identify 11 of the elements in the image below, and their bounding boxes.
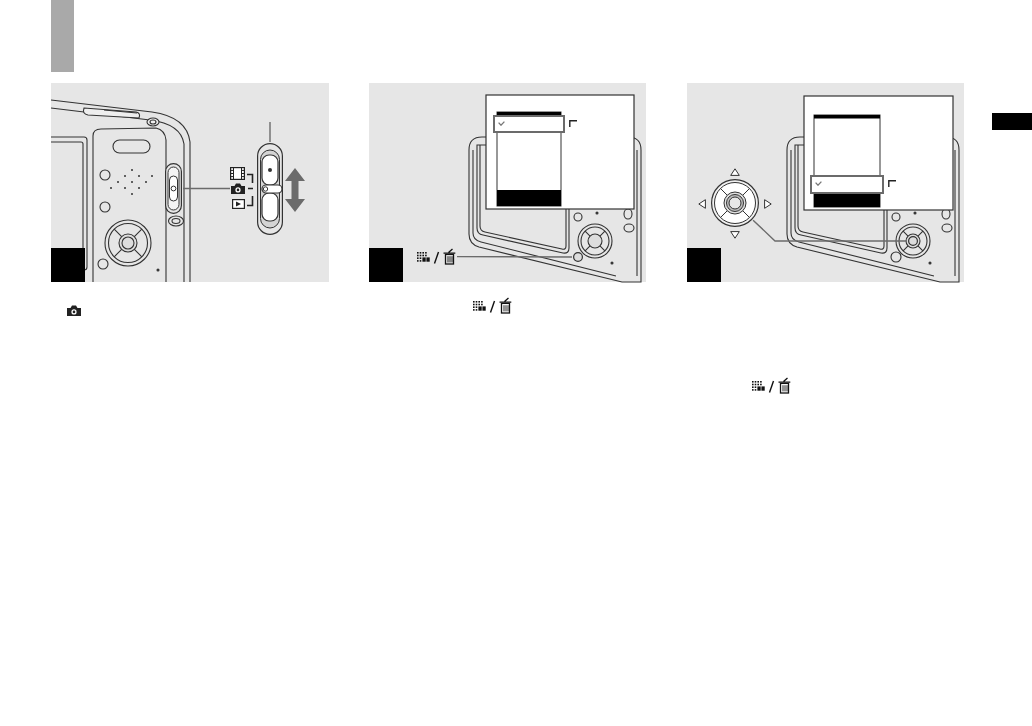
leader-line	[269, 121, 271, 143]
mode-switch	[165, 163, 182, 214]
leader-line	[752, 219, 908, 242]
camera-button	[573, 252, 583, 262]
mode-switch-closeup	[257, 143, 283, 235]
leader-line	[456, 255, 573, 258]
center-button	[908, 236, 918, 246]
control-pad-drawing	[711, 179, 759, 227]
leader-line	[182, 187, 231, 190]
camera-icon	[231, 183, 245, 194]
grid-trash-icon	[417, 248, 456, 265]
